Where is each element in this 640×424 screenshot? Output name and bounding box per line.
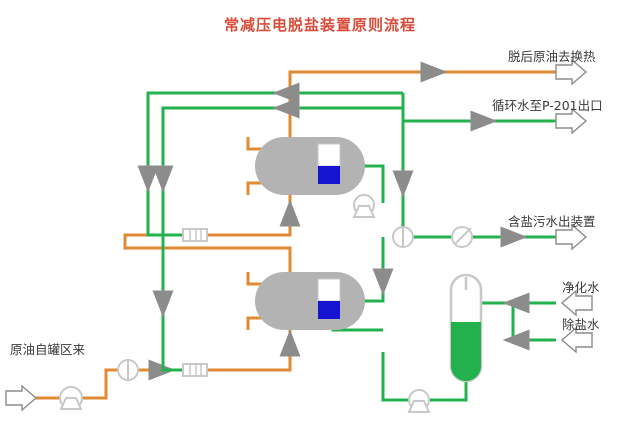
label-cooling-water-out: 循环水至P-201出口 — [492, 98, 603, 113]
stream-arrow-saline-out[interactable] — [555, 223, 588, 251]
label-crude-out: 脱后原油去换热 — [508, 49, 596, 64]
stream-arrow-purified-in-shape — [560, 289, 593, 317]
stream-arrow-feed-in[interactable] — [5, 384, 38, 412]
water-pump-lower-base — [407, 400, 431, 413]
label-purified-water-in: 净化水 — [562, 280, 600, 295]
vessel-1-level-gauge-liquid — [318, 166, 340, 184]
feed-flow-meter[interactable] — [117, 359, 139, 381]
stream-arrow-desalted-in-shape — [560, 326, 593, 354]
stream-arrow-purified-in[interactable] — [560, 289, 593, 317]
stream-arrow-crude-out-shape — [555, 58, 588, 86]
water-pump-upper-base — [352, 205, 376, 218]
stream-arrow-cw-out-shape — [555, 107, 588, 135]
stream-arrow-crude-out[interactable] — [555, 58, 588, 86]
water-pump-upper[interactable] — [352, 194, 376, 218]
vessel-2-level-gauge-vapor — [317, 278, 341, 302]
vessel-1-shell — [255, 137, 365, 195]
water-tank-liquid — [451, 322, 481, 381]
diagram-title: 常减压电脱盐装置原则流程 — [223, 16, 416, 34]
water-flow-arrows — [137, 82, 530, 351]
vessel-2-shell — [255, 272, 365, 330]
mixing-valve-2-internals — [189, 365, 202, 375]
stream-arrow-desalted-in[interactable] — [560, 326, 593, 354]
vessel-1-level-gauge-vapor — [317, 143, 341, 167]
stream-arrow-feed-in-shape — [5, 384, 38, 412]
mixing-valve-2-body — [182, 363, 208, 377]
feed-pump[interactable] — [59, 386, 83, 410]
control-valve-slash — [454, 227, 472, 245]
crude-flow-arrows — [148, 61, 448, 381]
mixing-valve-1[interactable] — [182, 228, 208, 242]
pipe-desalted-water-in — [511, 303, 556, 342]
vessel-2-level-gauge-liquid — [318, 301, 340, 319]
water-pump-lower[interactable] — [407, 389, 431, 413]
label-desalted-water-in: 除盐水 — [562, 317, 600, 332]
control-valve[interactable] — [451, 226, 473, 248]
pipe-lowerpump-to-riser — [381, 352, 408, 402]
desalter-vessel-2[interactable] — [255, 272, 365, 330]
water-tank[interactable] — [449, 273, 483, 383]
feed-pump-base — [59, 397, 83, 410]
mixing-valve-1-body — [182, 228, 208, 242]
mixing-valve-1-internals — [189, 230, 202, 240]
pipe-v2-top-outlet — [123, 233, 292, 272]
label-saline-water-out: 含盐污水出装置 — [508, 214, 596, 229]
water-flow-meter[interactable] — [392, 226, 414, 248]
label-feed-in: 原油自罐区来 — [10, 342, 86, 357]
mixing-valve-2[interactable] — [182, 363, 208, 377]
pipe-tank-outlet — [430, 380, 468, 402]
pipe-mixer1-to-vessel1 — [207, 195, 292, 237]
stream-arrow-cw-out[interactable] — [555, 107, 588, 135]
pipe-pump-discharge — [82, 368, 118, 400]
pipe-mixer2-to-vessel2 — [207, 330, 292, 372]
desalter-vessel-1[interactable] — [255, 137, 365, 195]
stream-arrow-saline-out-shape — [555, 223, 588, 251]
